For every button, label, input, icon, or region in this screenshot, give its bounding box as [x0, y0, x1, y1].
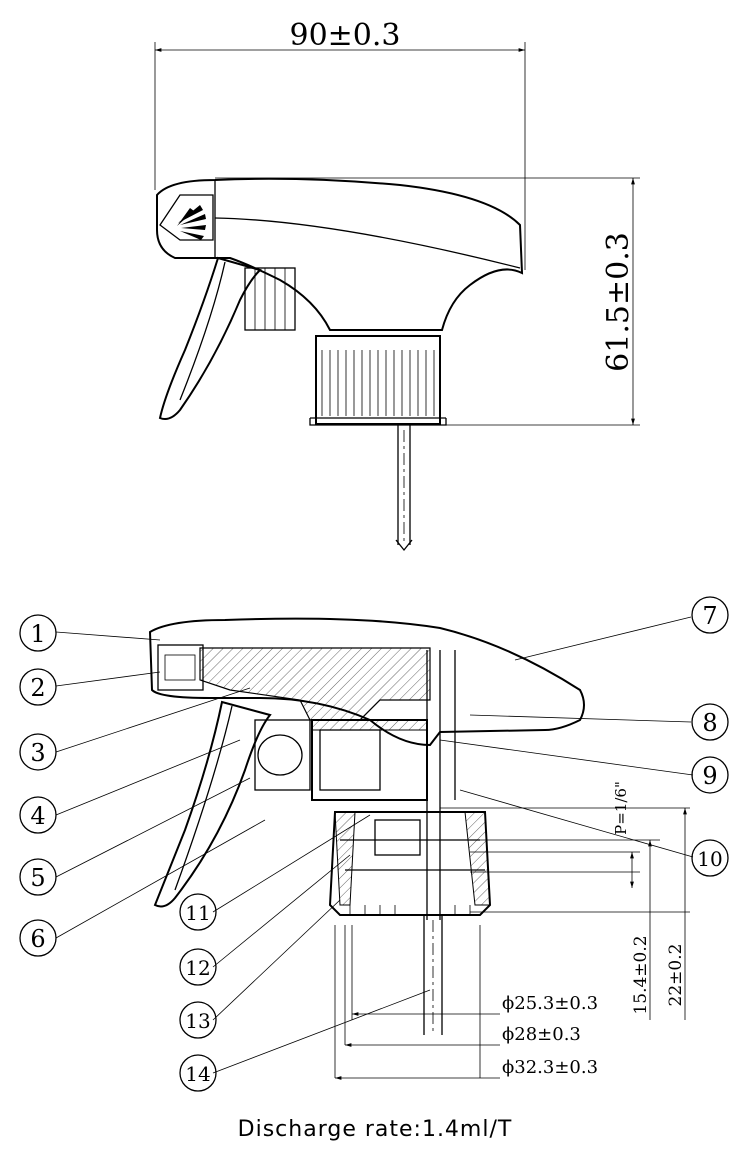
- section-piston-chamber: [311, 719, 428, 801]
- callout-6: 6: [19, 919, 57, 957]
- callout-11: 11: [179, 893, 217, 931]
- callout-12: 12: [179, 948, 217, 986]
- piston-housing: [244, 267, 296, 331]
- callout-1: 1: [19, 614, 57, 652]
- svg-text:8: 8: [702, 709, 717, 737]
- callout-5: 5: [19, 858, 57, 896]
- section-body-hatch: [199, 647, 431, 721]
- trigger-lever: [158, 256, 262, 420]
- callout-2: 2: [19, 668, 57, 706]
- callout-7: 7: [691, 596, 729, 634]
- height-22-label: 22±0.2: [666, 944, 686, 1007]
- callout-9: 9: [691, 756, 729, 794]
- section-nozzle: [157, 644, 204, 691]
- height-dimension-label: 61.5±0.3: [601, 232, 636, 372]
- svg-text:2: 2: [30, 674, 45, 702]
- pitch-label: P=1/6": [612, 781, 630, 835]
- diameter-25-3-label: ϕ25.3±0.3: [502, 993, 598, 1014]
- svg-text:3: 3: [30, 739, 45, 767]
- exterior-view: 90±0.3 61.5±0.3: [154, 18, 640, 552]
- height-15-4-label: 15.4±0.2: [631, 935, 651, 1014]
- callout-8: 8: [691, 703, 729, 741]
- callout-4: 4: [19, 796, 57, 834]
- svg-text:7: 7: [702, 602, 717, 630]
- diameter-32-3-label: ϕ32.3±0.3: [502, 1057, 598, 1078]
- svg-text:11: 11: [185, 901, 210, 925]
- section-trigger: [153, 700, 272, 908]
- closure-ribs: [321, 350, 435, 416]
- section-spring: [257, 734, 303, 776]
- callout-13: 13: [179, 1001, 217, 1039]
- closure-cap: [315, 335, 441, 425]
- cross-section-view: P=1/6" 15.4±0.2 22±0.2 ϕ25.3±0.3 ϕ28±0.3…: [19, 596, 729, 1092]
- svg-text:9: 9: [702, 762, 717, 790]
- callout-14: 14: [179, 1054, 217, 1092]
- callout-10: 10: [691, 839, 729, 877]
- svg-text:5: 5: [30, 864, 45, 892]
- svg-text:1: 1: [30, 620, 45, 648]
- svg-text:6: 6: [30, 925, 45, 953]
- shroud-body: [156, 177, 524, 331]
- svg-text:12: 12: [185, 956, 210, 980]
- svg-text:10: 10: [697, 847, 722, 871]
- callout-leaders: [55, 616, 694, 1074]
- discharge-rate-caption: Discharge rate:1.4ml/T: [237, 1117, 513, 1142]
- svg-text:13: 13: [185, 1009, 210, 1033]
- diameter-28-label: ϕ28±0.3: [502, 1024, 581, 1045]
- callout-3: 3: [19, 733, 57, 771]
- nozzle-spray-icon: [177, 205, 206, 240]
- svg-text:14: 14: [185, 1062, 210, 1086]
- svg-text:4: 4: [30, 802, 45, 830]
- width-dimension-label: 90±0.3: [289, 18, 400, 53]
